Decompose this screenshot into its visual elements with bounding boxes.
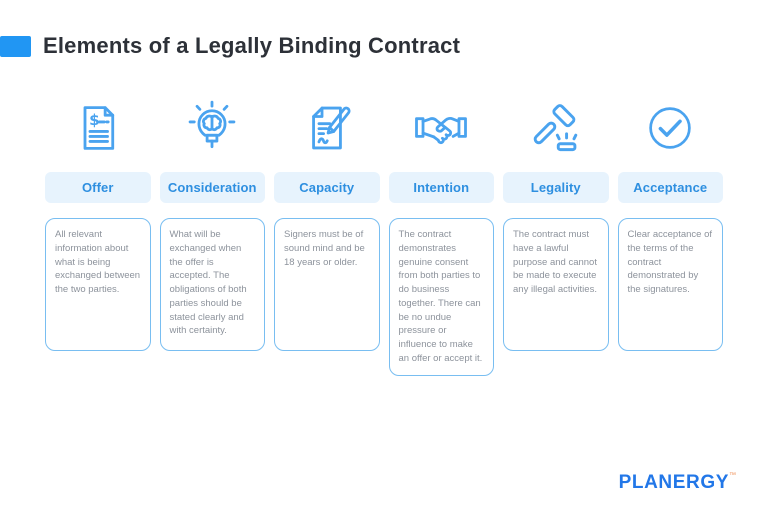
- lightbulb-brain-icon: [160, 95, 266, 161]
- contract-element-column-acceptance: Acceptance Clear acceptance of the terms…: [617, 95, 724, 376]
- contract-element-column-intention: Intention The contract demonstrates genu…: [388, 95, 495, 376]
- signing-document-icon: [274, 95, 380, 161]
- page-title: Elements of a Legally Binding Contract: [43, 33, 461, 58]
- element-description-box: The contract demonstrates genuine consen…: [388, 218, 494, 376]
- element-label-pill: Legality: [503, 172, 609, 203]
- page-header: Elements of a Legally Binding Contract: [0, 33, 768, 59]
- element-description-box: Signers must be of sound mind and be 18 …: [274, 218, 380, 351]
- element-description-box: The contract must have a lawful purpose …: [503, 218, 609, 351]
- element-label-pill: Intention: [388, 172, 494, 203]
- contract-elements-grid: $ Offer All relevant information about w…: [45, 95, 723, 376]
- title-accent-square: [0, 35, 31, 57]
- element-label-pill: Acceptance: [617, 172, 723, 203]
- dollar-document-icon: $: [45, 95, 151, 161]
- element-label-pill: Offer: [45, 172, 151, 203]
- planergy-logo-text: PLANERGY: [618, 472, 729, 493]
- element-description-box: Clear acceptance of the terms of the con…: [617, 218, 723, 351]
- contract-element-column-consideration: Consideration What will be exchanged whe…: [159, 95, 266, 376]
- contract-element-column-capacity: Capacity Signers must be of sound mind a…: [274, 95, 380, 376]
- contract-element-column-offer: $ Offer All relevant information about w…: [45, 95, 151, 376]
- trademark-symbol: ™: [729, 472, 736, 479]
- element-description-box: What will be exchanged when the offer is…: [159, 218, 265, 351]
- check-circle-icon: [618, 95, 724, 161]
- gavel-icon: [503, 95, 609, 161]
- svg-text:$: $: [89, 111, 100, 129]
- element-label-pill: Capacity: [274, 172, 380, 203]
- planergy-logo: PLANERGY™: [619, 472, 736, 494]
- handshake-icon: [389, 95, 495, 161]
- element-description-box: All relevant information about what is b…: [45, 218, 151, 351]
- contract-element-column-legality: Legality The contract must have a lawful…: [503, 95, 609, 376]
- element-label-pill: Consideration: [159, 172, 265, 203]
